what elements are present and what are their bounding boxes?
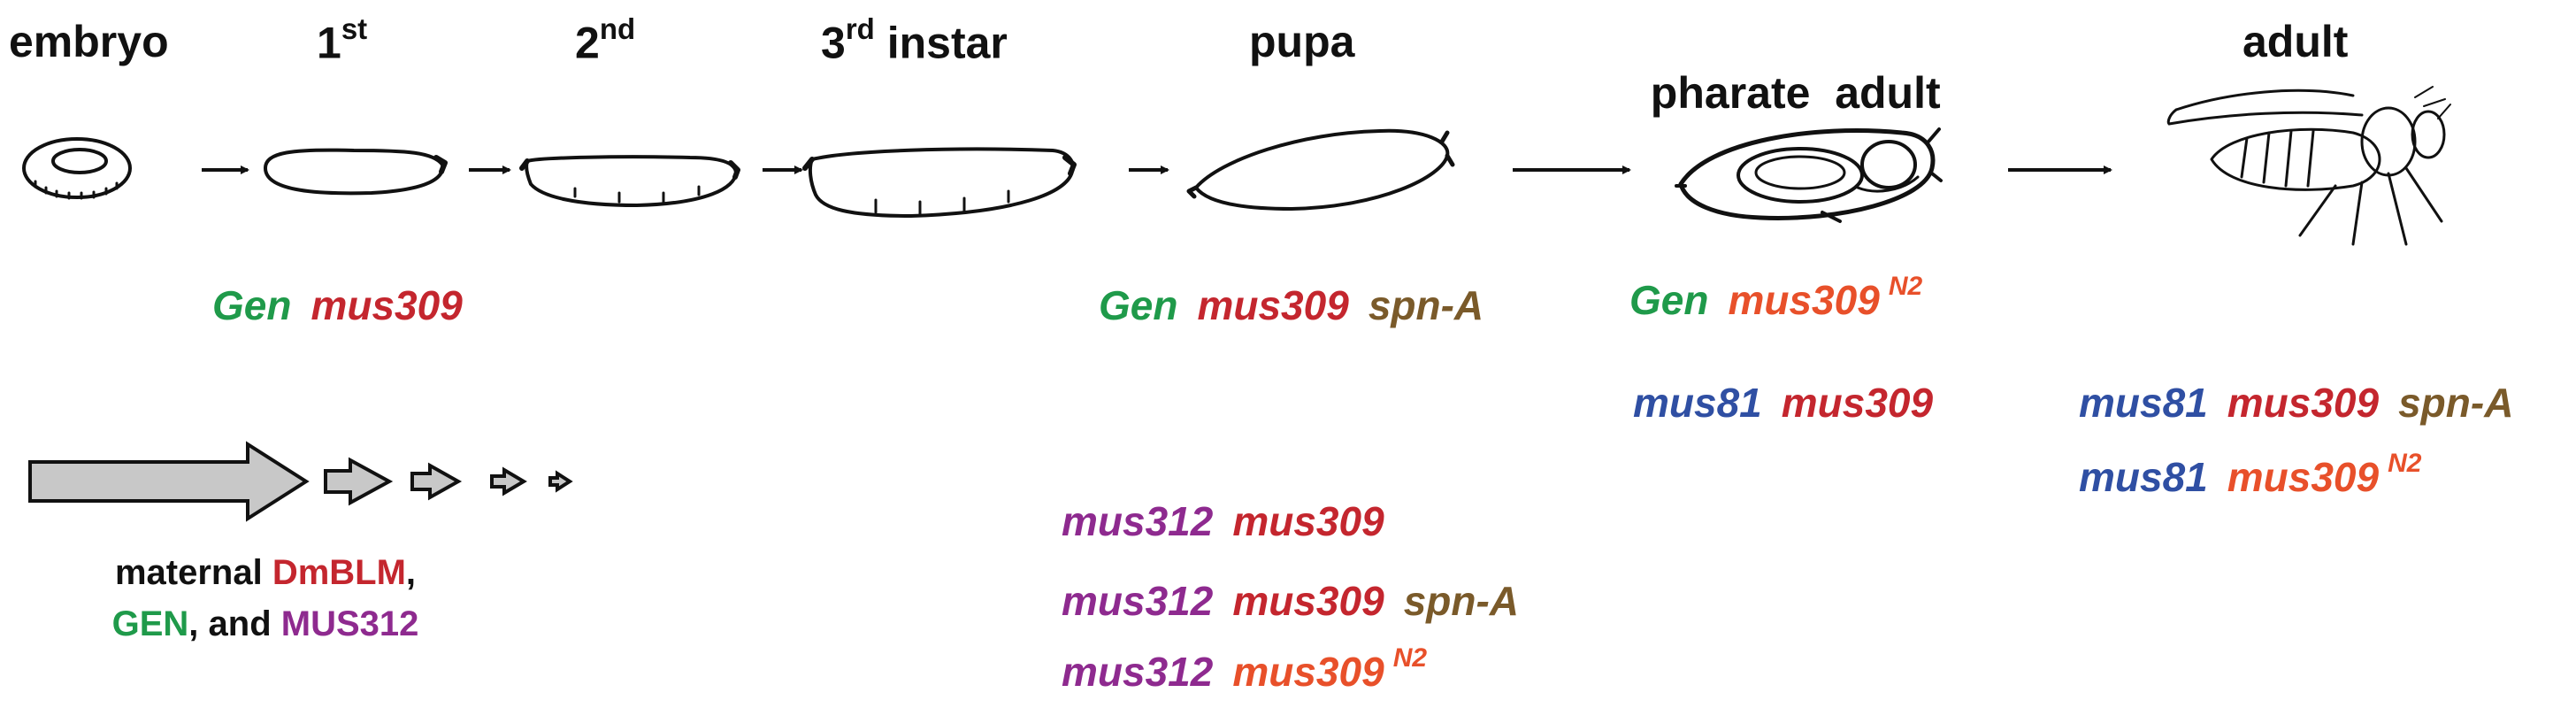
allele-n2-sup: N2 [1392,643,1428,673]
stage-second-label: 2 [575,18,600,68]
stage-pupa-label: pupa [1249,17,1355,66]
first-instar-drawing [264,148,448,196]
gene-gen: Gen [1629,277,1709,323]
gene-mus81: mus81 [1633,380,1762,426]
gene-mus81: mus81 [2079,380,2208,426]
gene-mus312: mus312 [1062,498,1214,544]
genotype-larva: Gen mus309 [212,281,463,329]
maternal-arrow-large [28,441,310,522]
gene-spn-a: spn-A [2398,380,2514,426]
gene-mus312: mus312 [1062,578,1214,624]
stage-first-instar: 1st [317,12,367,69]
stage-adult-label: adult [2242,17,2349,66]
genotype-adult-1: mus81 mus309 spn-A [2079,379,2513,427]
allele-n2-sup: N2 [1888,271,1923,301]
adult-fly-drawing [2166,86,2451,246]
maternal-dmblm: DmBLM [272,553,406,592]
gene-mus312: mus312 [1062,649,1214,695]
maternal-line-1: maternal DmBLM, [62,547,469,598]
embryo-drawing [22,137,132,200]
maternal-arrow-medium [324,457,394,506]
gene-spn-a: spn-A [1368,282,1484,328]
maternal-label: maternal DmBLM, GEN, and MUS312 [62,547,469,650]
gene-mus309: mus309 [1781,380,1934,426]
stage-second-sup: nd [599,12,636,45]
maternal-line-2: GEN, and MUS312 [62,598,469,650]
gene-mus309: mus309 [1232,578,1384,624]
stage-first-sup: st [341,12,368,45]
genotype-pupa-b1: mus312 mus309 [1062,497,1384,545]
allele-n2-sup: N2 [2388,448,2422,478]
gene-mus309: mus309 [310,282,463,328]
stage-first-label: 1 [317,18,341,68]
pupa-drawing [1186,128,1455,211]
gene-mus309: mus309 [2227,380,2380,426]
stage-embryo: embryo [9,16,169,67]
maternal-arrow-smallest [548,470,573,493]
stage-adult: adult [2242,16,2348,67]
stage-third-sup: rd [845,12,875,45]
third-instar-drawing [802,147,1077,218]
maternal-comma: , [405,553,417,592]
maternal-gen: GEN [111,604,189,643]
genotype-pupa-b2: mus312 mus309 spn-A [1062,577,1519,625]
gene-mus81: mus81 [2079,454,2208,500]
second-instar-drawing [519,155,740,207]
genotype-pharate-2: mus81 mus309 [1633,379,1933,427]
gene-gen: Gen [212,282,292,328]
gene-mus309: mus309 [1232,498,1384,544]
genotype-pupa: Gen mus309 spn-A [1099,281,1484,329]
gene-spn-a: spn-A [1403,578,1520,624]
pharate-adult-drawing [1675,127,1943,223]
gene-mus309: mus309 [1197,282,1349,328]
maternal-prefix: maternal [114,553,272,592]
stage-second-instar: 2nd [575,12,635,69]
stage-embryo-label: embryo [9,17,169,66]
maternal-arrow-small [410,462,463,501]
maternal-and: , and [188,604,281,643]
stage-pharate-adult: pharate adult [1626,16,1941,119]
maternal-mus312: MUS312 [280,604,419,643]
stage-pupa: pupa [1249,16,1354,67]
stage-pharate-label: pharate adult [1650,68,1941,118]
maternal-arrow-smaller [490,466,527,496]
gene-gen: Gen [1099,282,1178,328]
stage-third-instar: 3rd instar [821,12,1008,69]
stage-third-label: 3 [821,18,846,68]
stage-third-extra: instar [886,18,1008,68]
